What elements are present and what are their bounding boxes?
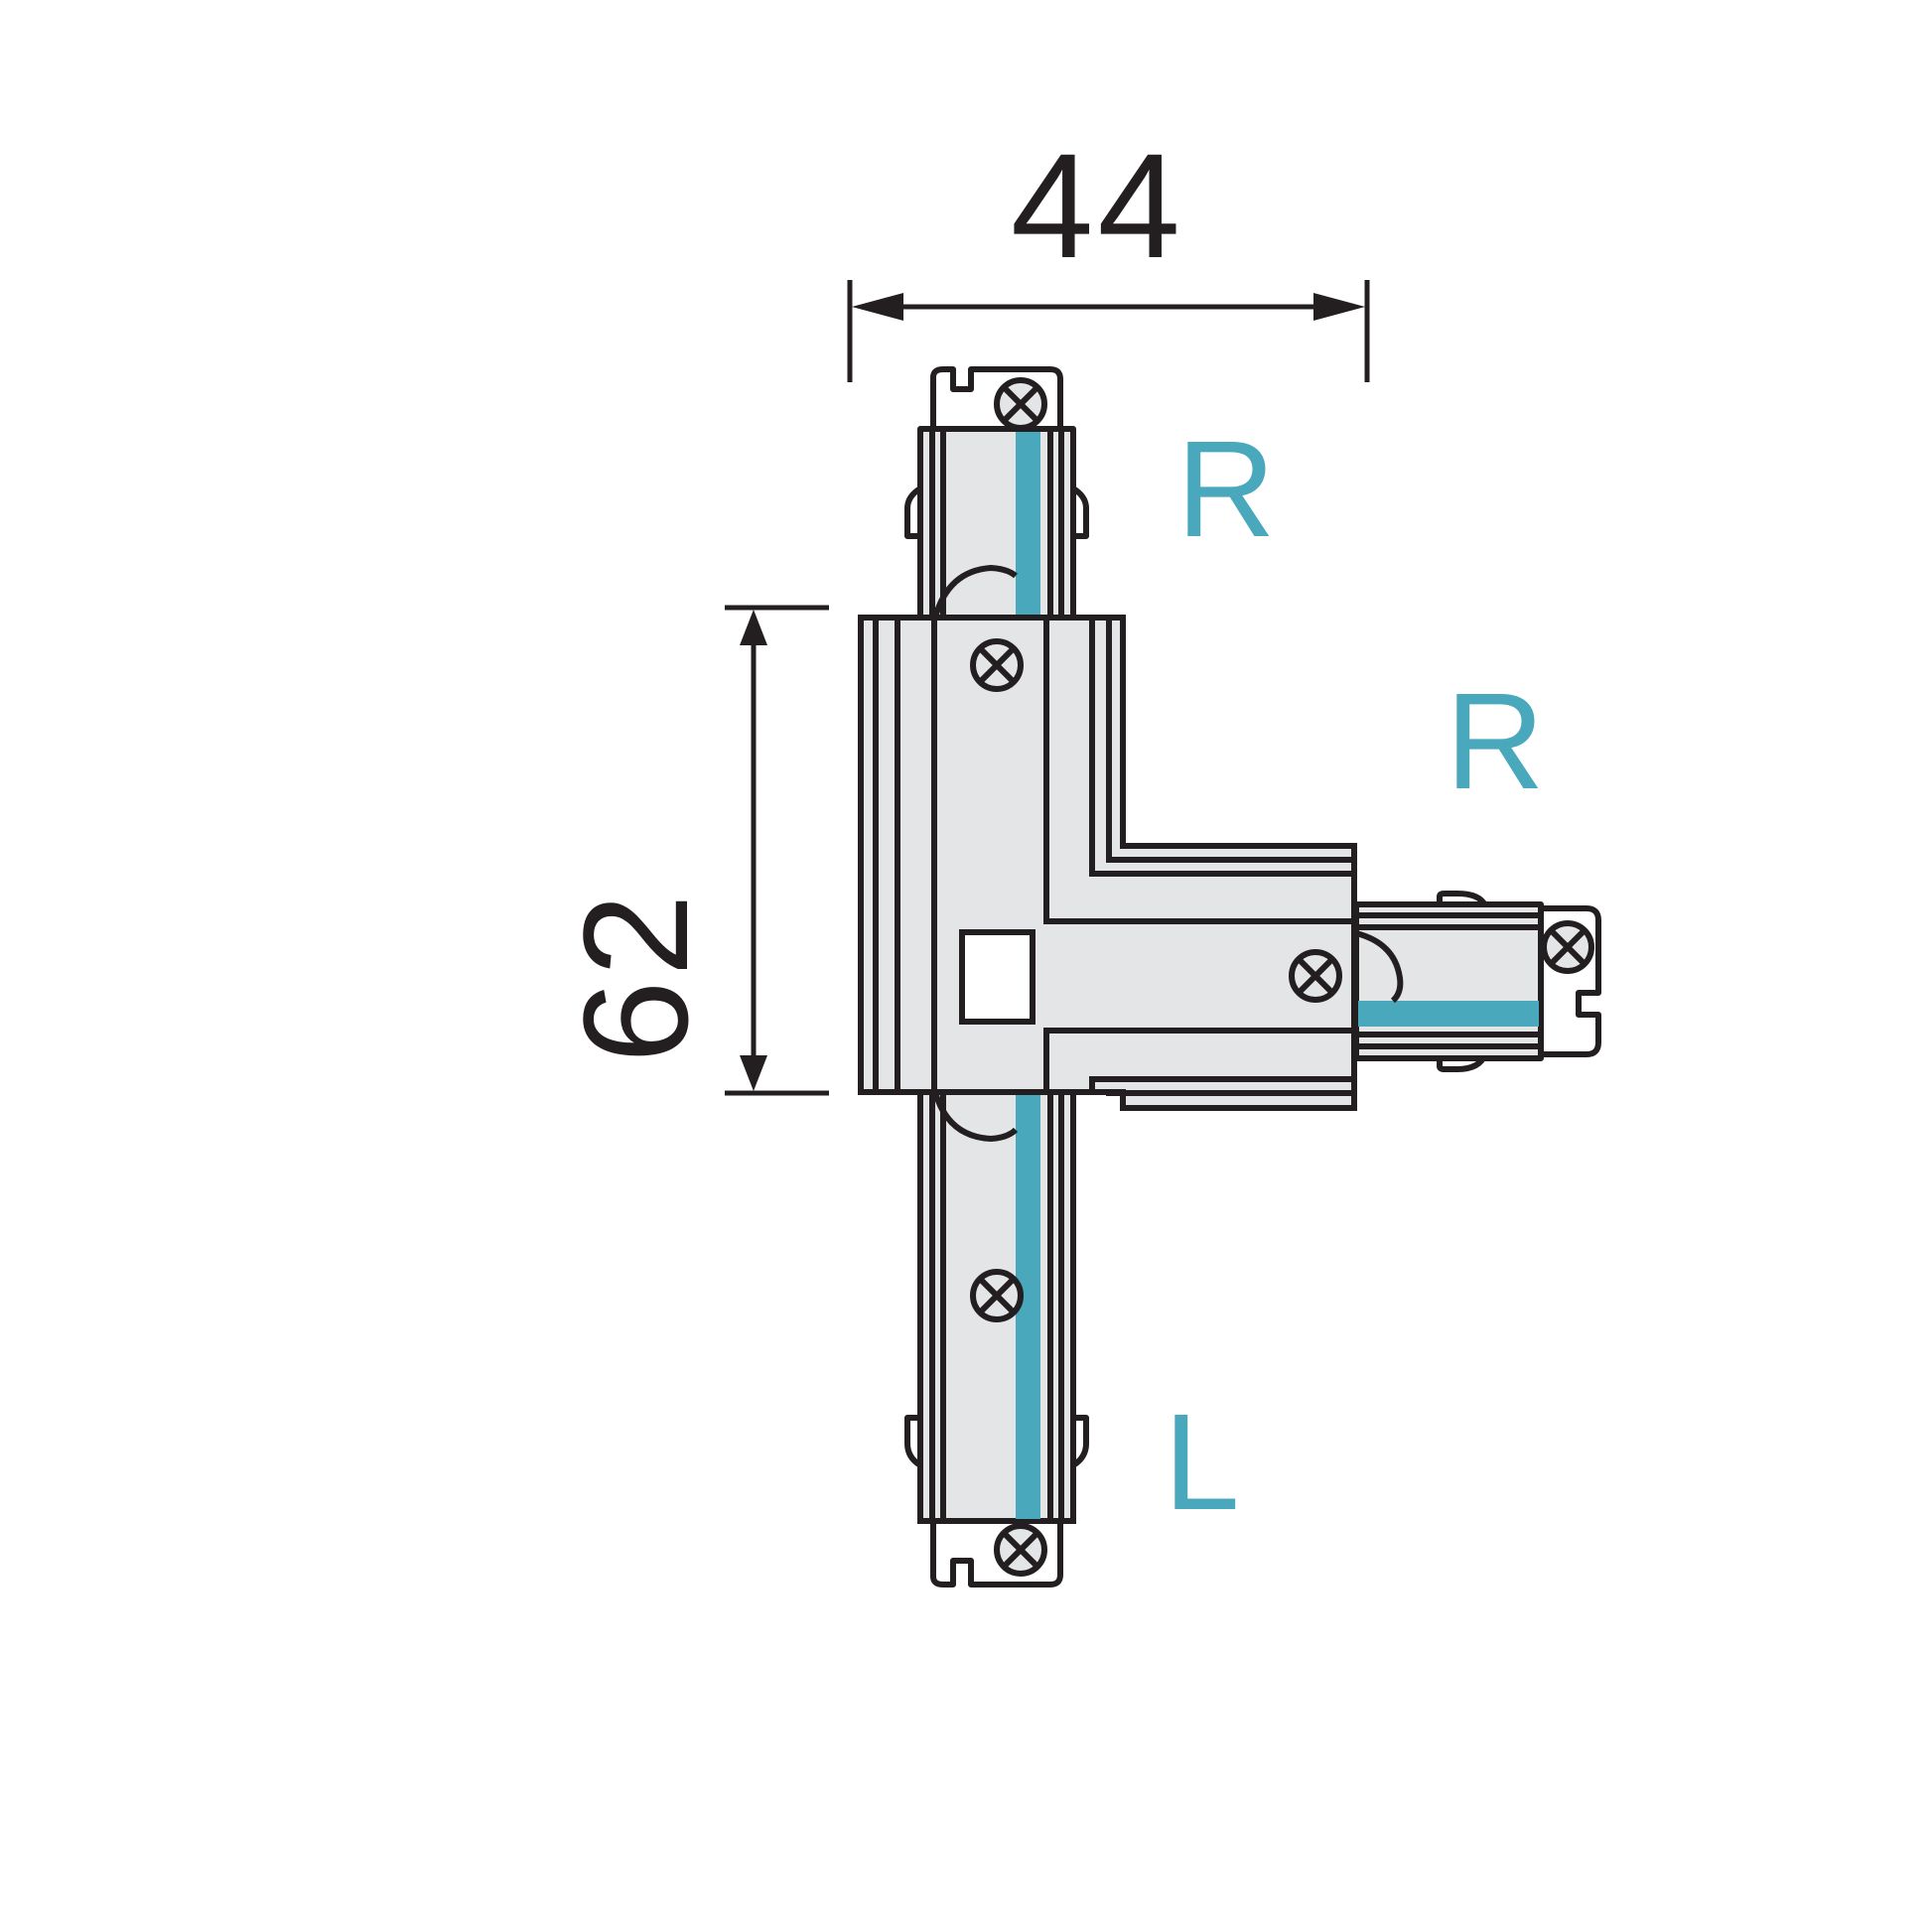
screw-icon — [1544, 923, 1591, 971]
width-dimension — [847, 280, 1370, 382]
screw-icon — [1292, 952, 1339, 1000]
right-connector — [1353, 891, 1601, 1072]
height-dimension — [725, 605, 829, 1096]
screw-icon — [997, 380, 1044, 428]
top-connector — [904, 366, 1089, 621]
height-dimension-label: 62 — [552, 890, 719, 1063]
screw-icon — [973, 1272, 1021, 1319]
bottom-connector-polarity-label: L — [1164, 1386, 1240, 1539]
width-dimension-label: 44 — [1011, 122, 1184, 289]
screw-icon — [997, 1526, 1044, 1574]
top-connector-polarity-label: R — [1176, 413, 1276, 566]
screw-icon — [973, 641, 1021, 689]
t-body — [858, 615, 1357, 1111]
right-connector-polarity-label: R — [1446, 665, 1545, 818]
